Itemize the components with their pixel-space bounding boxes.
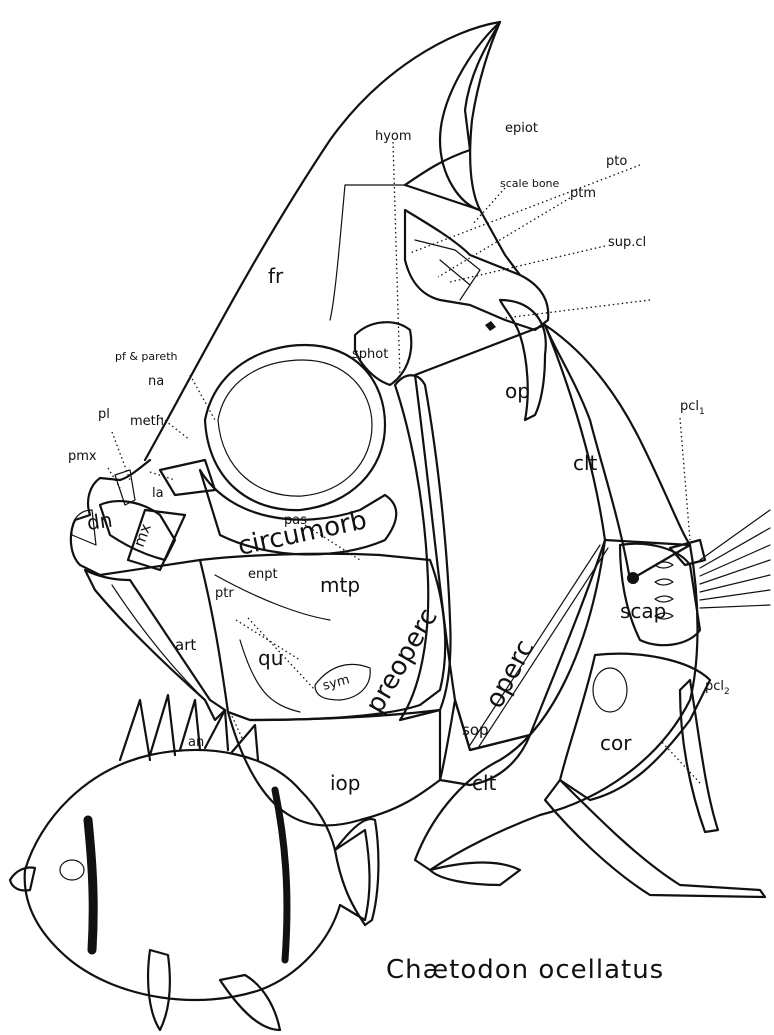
label-clt-upper: clt — [573, 451, 598, 475]
label-fr: fr — [268, 264, 284, 288]
snout-jaws — [71, 460, 225, 720]
label-clt-lower: clt — [472, 771, 497, 795]
label-mx: mx — [130, 521, 155, 549]
label-dn: dn — [85, 508, 113, 535]
label-pl: pl — [98, 407, 110, 422]
label-cor: cor — [600, 731, 632, 755]
label-scap: scap — [620, 599, 666, 623]
label-art: art — [175, 636, 196, 654]
label-pmx: pmx — [68, 449, 97, 464]
label-preoperc: preoperc — [360, 604, 444, 719]
label-pcl2-sub: 2 — [724, 687, 730, 697]
label-la: la — [152, 486, 164, 501]
label-pcl2: pcl2 — [705, 679, 730, 697]
label-epiot: epiot — [505, 121, 538, 136]
label-pto: pto — [606, 154, 627, 169]
label-operc: operc — [480, 635, 541, 713]
label-iop: iop — [330, 771, 361, 795]
anatomical-labels: epiot hyom scale bone pto ptm sup.cl fr … — [68, 121, 730, 795]
label-meth: meth — [130, 414, 164, 429]
label-sphot: sphot — [352, 347, 388, 362]
label-pcl2-text: pcl — [705, 679, 724, 694]
label-scale-bone: scale bone — [500, 177, 560, 190]
label-enpt: enpt — [248, 567, 278, 582]
label-pcl1: pcl1 — [680, 399, 705, 417]
skull-outline — [145, 22, 520, 460]
label-pf-pareth: pf & pareth — [115, 350, 178, 363]
label-ptm: ptm — [570, 186, 596, 201]
label-mtp: mtp — [320, 573, 360, 597]
label-an: an — [188, 735, 204, 750]
label-pcl1-sub: 1 — [699, 407, 705, 417]
label-pcl1-text: pcl — [680, 399, 699, 414]
label-na: na — [148, 374, 164, 389]
label-op: op — [505, 379, 530, 403]
opercular-series — [228, 325, 608, 825]
label-ptr: ptr — [215, 586, 234, 601]
shoulder-girdle — [415, 325, 770, 897]
label-sup-cl: sup.cl — [608, 235, 646, 250]
figure-title: Chætodon ocellatus — [386, 955, 664, 985]
label-qu: qu — [258, 646, 283, 670]
label-sym: sym — [321, 672, 351, 694]
label-sop: sop — [462, 721, 489, 739]
label-hyom: hyom — [375, 129, 412, 144]
